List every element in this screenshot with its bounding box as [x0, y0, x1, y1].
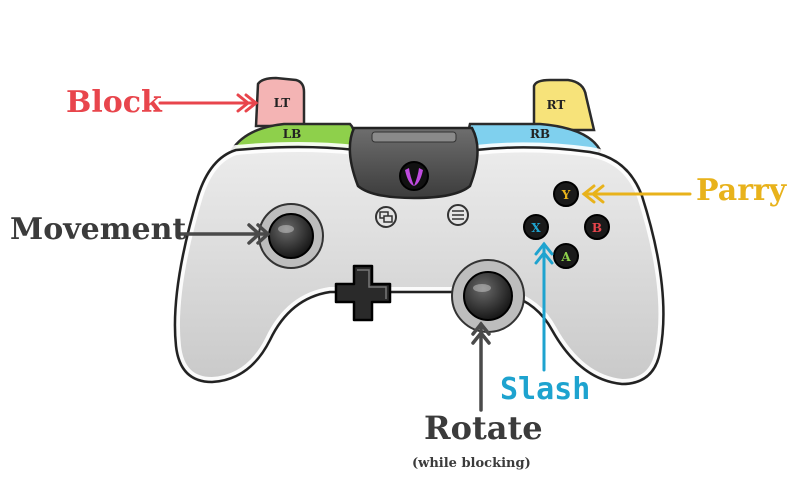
y-label: Y	[561, 188, 571, 202]
b-label: B	[592, 221, 602, 235]
rotate-label: Rotate	[424, 409, 543, 447]
lb-label: LB	[283, 127, 302, 141]
block-arrow	[158, 93, 259, 113]
rt-label: RT	[547, 98, 566, 112]
rotate-note: (while blocking)	[412, 456, 531, 471]
movement-label: Movement	[10, 212, 187, 247]
menu-button-icon	[447, 204, 469, 226]
parry-arrow	[581, 184, 692, 204]
a-label: A	[560, 250, 571, 264]
lt-trigger: LT	[254, 76, 306, 128]
a-button: A	[553, 243, 579, 269]
slash-arrow	[534, 241, 554, 372]
y-button: Y	[553, 181, 579, 207]
parry-label: Parry	[696, 173, 787, 208]
rb-label: RB	[530, 127, 550, 141]
lt-label: LT	[274, 96, 290, 110]
x-button: X	[523, 214, 549, 240]
movement-arrow	[178, 223, 271, 245]
b-button: B	[584, 214, 610, 240]
left-stick	[258, 203, 324, 269]
block-label: Block	[66, 85, 162, 120]
slash-label: Slash	[500, 372, 591, 407]
guide-logo-icon	[405, 168, 423, 186]
rt-trigger: RT	[532, 78, 596, 132]
right-stick	[451, 259, 525, 333]
dpad-icon	[334, 264, 392, 322]
rotate-arrow	[471, 321, 491, 412]
guide-strip	[348, 126, 479, 200]
x-label: X	[531, 221, 541, 235]
view-button-icon	[375, 206, 397, 228]
